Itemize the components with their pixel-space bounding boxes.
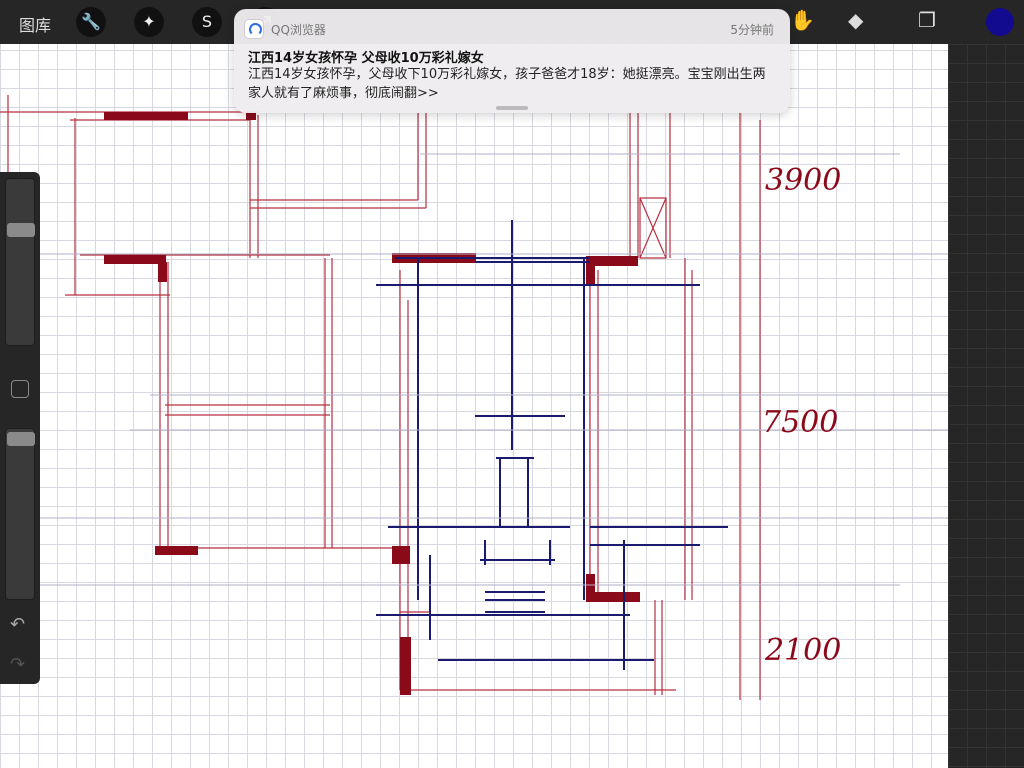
notification-app-name: QQ浏览器 (271, 23, 326, 37)
drawing-canvas[interactable] (0, 44, 948, 768)
selection-icon[interactable]: S (192, 7, 222, 37)
notification-body: 江西14岁女孩怀孕，父母收下10万彩礼嫁女，孩子爸爸才18岁：她挺漂亮。宝宝刚出… (248, 67, 766, 101)
undo-icon[interactable]: ↶ (10, 614, 26, 635)
guide-lines (0, 153, 948, 586)
qq-browser-icon (244, 19, 264, 39)
wrench-icon[interactable]: 🔧 (76, 7, 106, 37)
modify-button[interactable] (11, 380, 29, 398)
redo-icon[interactable]: ↷ (10, 654, 26, 675)
layers-icon[interactable]: ❐ (918, 8, 936, 32)
brush-size-slider[interactable] (5, 178, 35, 346)
floor-plan-sketch: 3900 7500 2100 (0, 95, 948, 700)
sidebar: ↶ ↷ (0, 172, 40, 684)
dimension-7500: 7500 (762, 405, 838, 440)
opacity-thumb[interactable] (7, 432, 35, 446)
notification-banner[interactable]: QQ浏览器 5分钟前 江西14岁女孩怀孕 父母收10万彩礼嫁女 江西14岁女孩怀… (234, 9, 790, 113)
notification-grabber[interactable] (496, 106, 528, 110)
color-picker-button[interactable] (986, 8, 1014, 36)
brush-size-thumb[interactable] (7, 223, 35, 237)
red-lines (0, 95, 761, 700)
gallery-button[interactable]: 图库 (19, 16, 52, 35)
magic-wand-icon[interactable]: ✦ (134, 7, 164, 37)
dimension-3900: 3900 (765, 163, 841, 198)
canvas-background (948, 44, 1024, 768)
notification-time: 5分钟前 (730, 23, 774, 37)
smudge-icon[interactable]: ✋ (790, 8, 815, 32)
dimension-labels: 3900 7500 2100 (762, 163, 841, 668)
blue-lines (376, 220, 728, 670)
dimension-2100: 2100 (764, 633, 841, 668)
eraser-icon[interactable]: ◆ (848, 8, 864, 32)
opacity-slider[interactable] (5, 428, 35, 600)
notification-title: 江西14岁女孩怀孕 父母收10万彩礼嫁女 (248, 51, 484, 66)
